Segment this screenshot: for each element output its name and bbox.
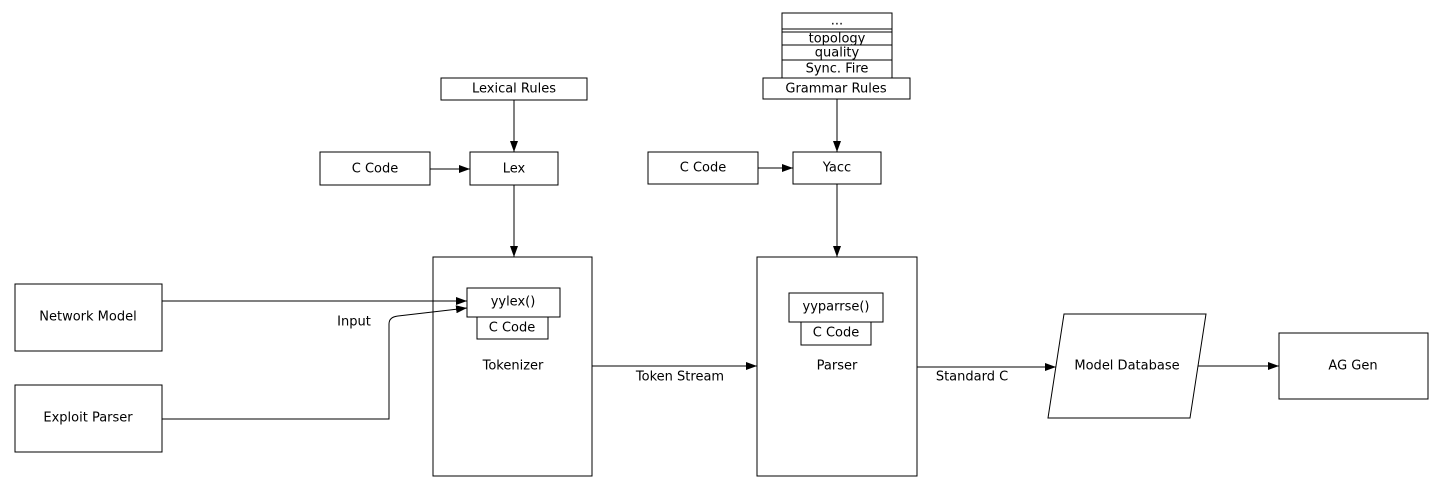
stack-row-ellipsis: ... bbox=[831, 14, 843, 29]
stack-row-topology: topology bbox=[809, 32, 866, 47]
exploit-parser-box bbox=[14, 384, 163, 453]
edge-label-standard-c: Standard C bbox=[936, 370, 1008, 385]
edge-label-token-stream: Token Stream bbox=[635, 370, 724, 385]
stack-row-sync-fire: Sync. Fire bbox=[806, 62, 869, 77]
parser-label: Parser bbox=[817, 359, 858, 374]
lexical-rules-label: Lexical Rules bbox=[472, 82, 556, 97]
lex-label: Lex bbox=[503, 162, 526, 177]
node-exploit-parser: Exploit Parser bbox=[14, 384, 163, 453]
tokenizer-label: Tokenizer bbox=[482, 359, 544, 374]
yyparrse-label: yyparrse() bbox=[803, 300, 870, 315]
parser-c-code-box bbox=[800, 321, 872, 346]
model-database-label: Model Database bbox=[1074, 359, 1179, 374]
edge-label-input: Input bbox=[337, 315, 371, 330]
node-model-database: Model Database bbox=[1047, 313, 1207, 419]
node-lex: Lex bbox=[469, 151, 559, 186]
tokenizer-c-code-label: C Code bbox=[489, 321, 536, 336]
yyparrse-box bbox=[788, 292, 884, 323]
node-c-code-lex: C Code bbox=[319, 151, 431, 186]
node-parser: yyparrse() C Code Parser bbox=[756, 256, 918, 477]
node-lexical-rules: Lexical Rules bbox=[440, 77, 588, 101]
c-code-lex-label: C Code bbox=[352, 162, 399, 177]
yacc-label: Yacc bbox=[822, 161, 851, 176]
node-yacc: Yacc bbox=[792, 151, 882, 185]
model-database-shape bbox=[1047, 313, 1207, 419]
yylex-label: yylex() bbox=[491, 295, 536, 310]
node-tokenizer: yylex() C Code Tokenizer bbox=[432, 256, 593, 477]
network-model-label: Network Model bbox=[39, 310, 136, 325]
c-code-lex-box bbox=[319, 151, 431, 186]
grammar-attribute-stack: ... topology quality Sync. Fire bbox=[781, 12, 893, 79]
grammar-rules-label: Grammar Rules bbox=[785, 82, 886, 97]
node-grammar-rules: Grammar Rules bbox=[762, 77, 911, 100]
parser-c-code-label: C Code bbox=[813, 326, 860, 341]
yylex-box bbox=[466, 287, 561, 318]
ag-gen-label: AG Gen bbox=[1328, 359, 1377, 374]
c-code-yacc-box bbox=[647, 151, 759, 185]
network-model-box bbox=[14, 283, 163, 352]
edge-exploit-parser-to-yylex bbox=[162, 305, 468, 420]
ag-gen-box bbox=[1278, 332, 1429, 400]
node-network-model: Network Model bbox=[14, 283, 163, 352]
node-c-code-yacc: C Code bbox=[647, 151, 759, 185]
tokenizer-c-code-box bbox=[476, 316, 549, 340]
exploit-parser-label: Exploit Parser bbox=[43, 411, 133, 426]
stack-row-quality: quality bbox=[815, 46, 860, 61]
node-ag-gen: AG Gen bbox=[1278, 332, 1429, 400]
c-code-yacc-label: C Code bbox=[680, 161, 727, 176]
